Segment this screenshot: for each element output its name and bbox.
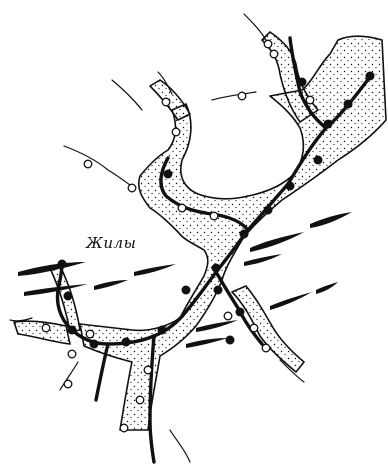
veins-label: Жилы	[86, 234, 136, 252]
stippled-channel	[14, 32, 386, 430]
